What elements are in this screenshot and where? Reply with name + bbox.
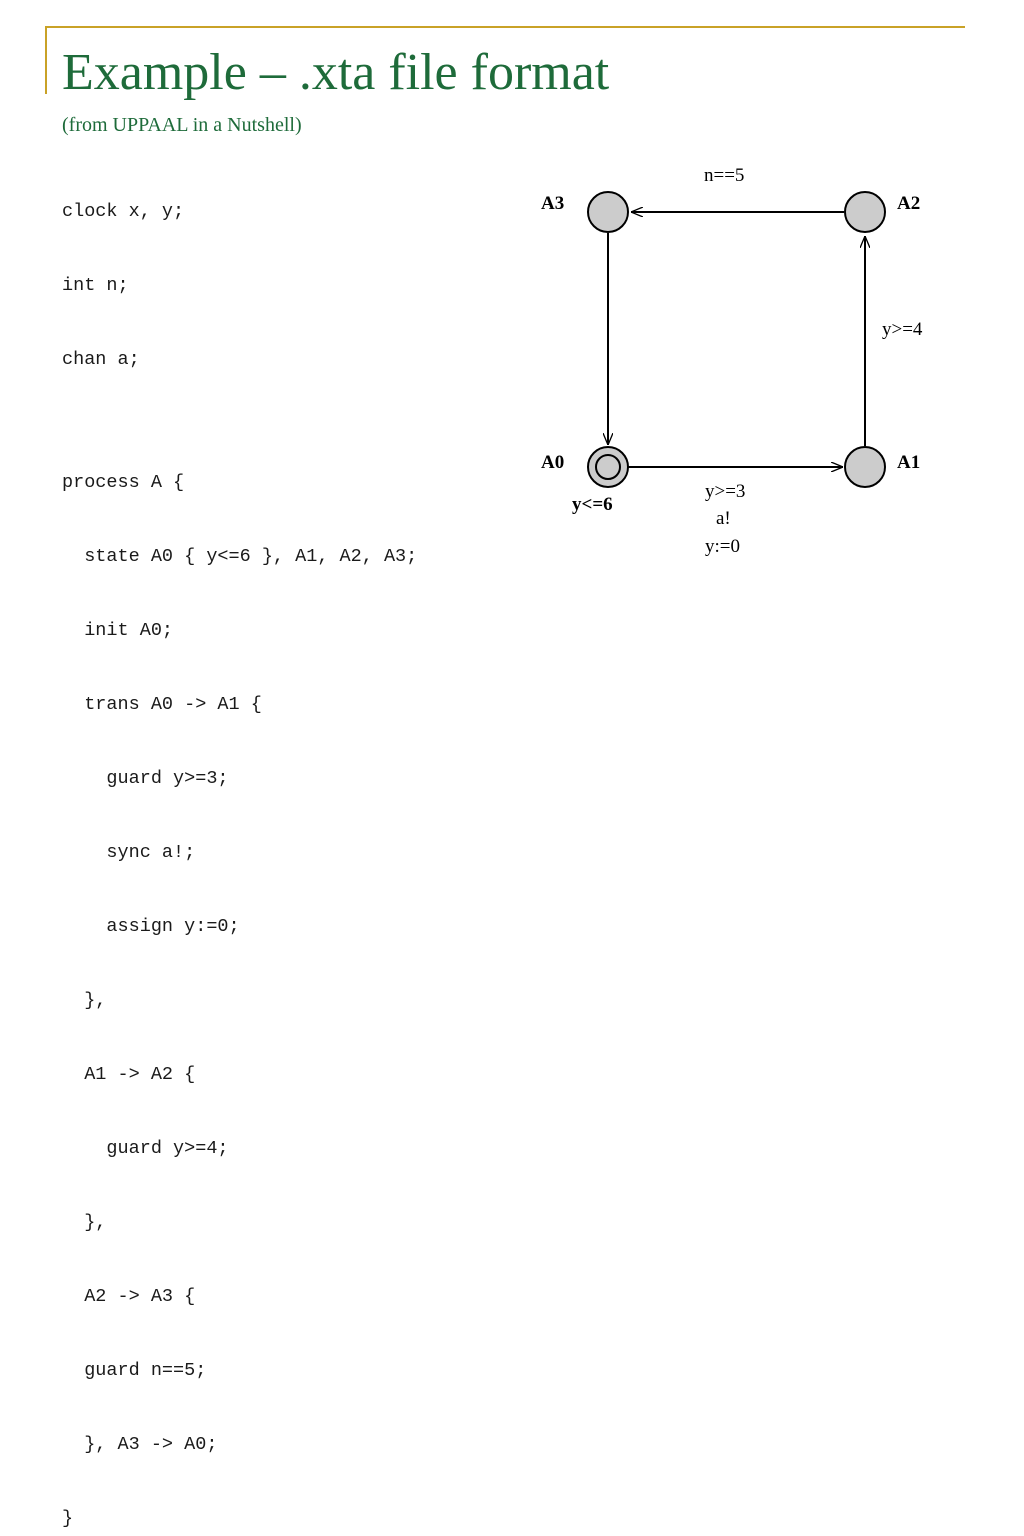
code-line: clock x, y; <box>62 201 185 222</box>
code-line: guard y>=4; <box>62 1138 229 1159</box>
edge-label-a0-a1-sync: a! <box>716 508 731 529</box>
code-line: assign y:=0; <box>62 916 240 937</box>
code-line: }, A3 -> A0; <box>62 1434 218 1455</box>
code-line: state A0 { y<=6 }, A1, A2, A3; <box>62 546 418 567</box>
code-line: } <box>62 1508 74 1529</box>
node-label-a1: A1 <box>897 452 920 473</box>
automaton-diagram: A3 A2 A1 A0 y<=6 n==5 y>=4 y>=3 a! y:=0 <box>541 165 923 557</box>
code-line: chan a; <box>62 349 140 370</box>
edge-label-a1-a2-guard: y>=4 <box>882 319 923 340</box>
code-line: A2 -> A3 { <box>62 1286 196 1307</box>
accent-rule-top <box>45 26 965 28</box>
invariant-a0: y<=6 <box>572 494 613 515</box>
node-a2 <box>844 191 886 233</box>
code-line: trans A0 -> A1 { <box>62 694 262 715</box>
edge-label-a0-a1-guard: y>=3 <box>705 481 745 502</box>
code-line: A1 -> A2 { <box>62 1064 196 1085</box>
edge-label-a2-a3-guard: n==5 <box>704 165 744 186</box>
node-label-a2: A2 <box>897 193 920 214</box>
code-line: int n; <box>62 275 129 296</box>
node-a0 <box>587 446 629 488</box>
slide-subtitle: (from UPPAAL in a Nutshell) <box>62 114 302 136</box>
node-label-a3: A3 <box>541 193 564 214</box>
node-a1 <box>844 446 886 488</box>
code-line: }, <box>62 1212 107 1233</box>
code-line: init A0; <box>62 620 174 641</box>
node-a3 <box>587 191 629 233</box>
code-line: }, <box>62 990 107 1011</box>
accent-rule-left <box>45 26 47 94</box>
code-line: process A { <box>62 472 185 493</box>
edge-label-a0-a1-assign: y:=0 <box>705 536 740 557</box>
slide-title: Example – .xta file format <box>62 44 610 101</box>
node-label-a0: A0 <box>541 452 564 473</box>
node-a0-initial-ring <box>595 454 621 480</box>
code-line: guard n==5; <box>62 1360 207 1381</box>
code-line: sync a!; <box>62 842 196 863</box>
